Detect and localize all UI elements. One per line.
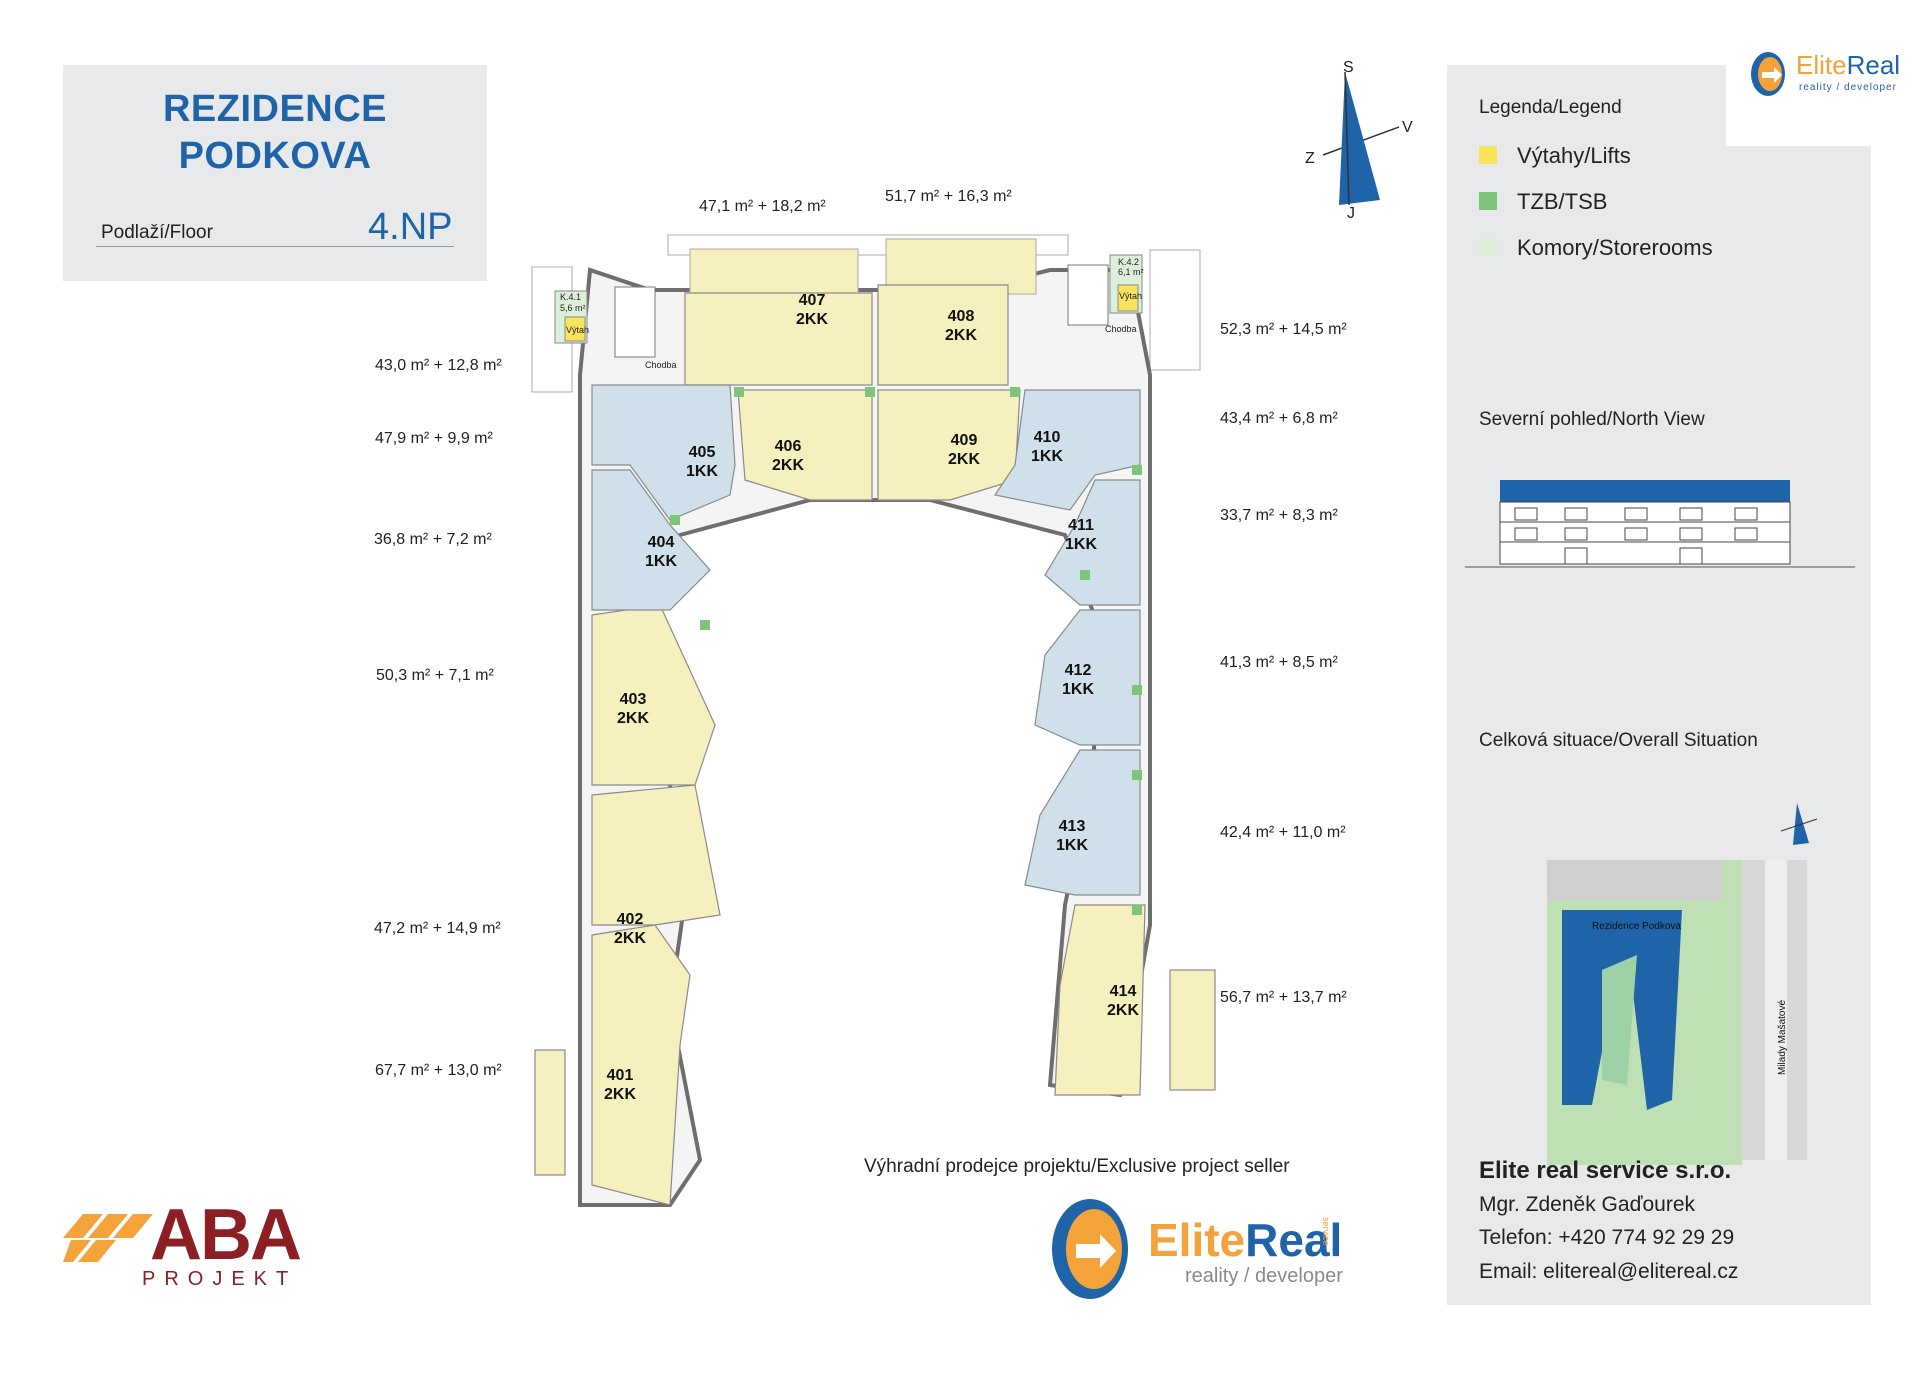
elitereal-wordmark: EliteReal: [1148, 1214, 1343, 1266]
area-label-l3: 36,8 m² + 7,2 m²: [374, 531, 492, 548]
area-label-r5: 42,4 m² + 11,0 m²: [1220, 824, 1346, 841]
area-label-r2: 43,4 m² + 6,8 m²: [1220, 410, 1338, 427]
contact-person: Mgr. Zdeněk Gaďourek: [1479, 1193, 1696, 1216]
lift-left-label: Výtah: [566, 325, 589, 335]
storeroom-k41-code: K.4.1: [560, 292, 581, 302]
area-label-408: 51,7 m² + 16,3 m²: [885, 188, 1012, 205]
storeroom-k42-area: 6,1 m²: [1118, 267, 1144, 277]
floor-plan: K.4.1 5,6 m² K.4.2 6,1 m² Výtah Výtah Ch…: [531, 234, 1216, 1207]
legend-swatch-lifts: [1479, 146, 1497, 164]
lift-left: [564, 316, 586, 342]
area-label-407: 47,1 m² + 18,2 m²: [699, 198, 826, 215]
unit-407-area: [684, 292, 873, 386]
unit-412-area: [1034, 609, 1141, 746]
elitereal-service-text: service: [1321, 1217, 1331, 1246]
unit-408-area: [877, 284, 1009, 386]
floor-label: Podlaží/Floor: [101, 222, 213, 243]
elitereal-wordmark-small: EliteReal: [1796, 50, 1901, 80]
legend-swatch-tzb: [1479, 192, 1497, 210]
corridor-right-label: Chodba: [1105, 324, 1137, 334]
area-label-l2: 47,9 m² + 9,9 m²: [375, 430, 493, 447]
balcony-407: [689, 248, 859, 295]
unit-402-area: [591, 784, 721, 926]
aba-wordmark: ABA: [150, 1195, 302, 1275]
project-title-line1: REZIDENCE: [162, 88, 388, 130]
balcony-401: [534, 1049, 566, 1176]
corridor-left-label: Chodba: [645, 360, 677, 370]
stair-left: [614, 286, 656, 358]
situation-heading: Celková situace/Overall Situation: [1479, 730, 1758, 751]
elitereal-tagline-small: reality / developer: [1799, 82, 1897, 93]
unit-409-area: [877, 389, 1021, 501]
title-panel: REZIDENCE PODKOVA Podlaží/Floor 4.NP: [63, 65, 487, 281]
contact-phone: Telefon: +420 774 92 29 29: [1479, 1226, 1735, 1249]
sidebar-panel: Legenda/Legend Výtahy/Lifts TZB/TSB Komo…: [1447, 65, 1871, 1305]
area-label-r4: 41,3 m² + 8,5 m²: [1220, 654, 1338, 671]
contact-company: Elite real service s.r.o.: [1479, 1157, 1732, 1184]
elitereal-logo-small: EliteReal reality / developer: [1726, 38, 1901, 146]
compass-east-letter: V: [1402, 119, 1413, 136]
unit-410-area: [994, 389, 1141, 511]
stair-right: [1067, 264, 1109, 326]
situation-street-label: Milady Mašatové: [1777, 1000, 1788, 1075]
legend-swatch-storerooms: [1479, 238, 1497, 256]
unit-413-area: [1024, 749, 1141, 896]
legend-label-tzb: TZB/TSB: [1517, 189, 1608, 214]
unit-401-area: [591, 924, 691, 1206]
situation-building-label: Rezidence Podkova: [1592, 921, 1681, 932]
legend-label-storerooms: Komory/Storerooms: [1517, 235, 1713, 260]
unit-404-area: [591, 469, 711, 611]
area-label-l5: 47,2 m² + 14,9 m²: [374, 920, 501, 937]
legend-heading: Legenda/Legend: [1479, 97, 1622, 118]
contact-email: Email: elitereal@elitereal.cz: [1479, 1260, 1739, 1283]
north-view-elevation: [1465, 480, 1855, 568]
area-label-l1: 43,0 m² + 12,8 m²: [375, 357, 502, 374]
lift-right: [1117, 284, 1139, 312]
unit-406-area: [737, 389, 873, 501]
lift-right-label: Výtah: [1119, 291, 1142, 301]
situation-map: Rezidence Podkova Milady Mašatové: [1547, 803, 1818, 1165]
aba-stripes-icon: [63, 1214, 153, 1262]
aba-subtext: PROJEKT: [142, 1268, 298, 1290]
area-label-r1: 52,3 m² + 14,5 m²: [1220, 321, 1347, 338]
situation-compass-icon: [1780, 803, 1818, 845]
area-label-l6: 67,7 m² + 13,0 m²: [375, 1062, 502, 1079]
unit-411-area: [1044, 479, 1141, 606]
north-view-heading: Severní pohled/North View: [1479, 409, 1705, 430]
elitereal-mark-icon: [1052, 1199, 1128, 1299]
floor-underline: [96, 246, 454, 247]
elitereal-mark-small-icon: [1751, 52, 1785, 96]
project-title-line2: PODKOVA: [178, 135, 372, 177]
area-label-l4: 50,3 m² + 7,1 m²: [376, 667, 494, 684]
area-label-r6: 56,7 m² + 13,7 m²: [1220, 989, 1347, 1006]
storeroom-k41-area: 5,6 m²: [560, 303, 586, 313]
balcony-414: [1169, 969, 1216, 1091]
storeroom-k42-code: K.4.2: [1118, 257, 1139, 267]
exclusive-seller-text: Výhradní prodejce projektu/Exclusive pro…: [864, 1156, 1290, 1177]
legend-label-lifts: Výtahy/Lifts: [1517, 143, 1631, 168]
floor-value: 4.NP: [368, 206, 453, 248]
compass-north-letter: S: [1343, 60, 1354, 76]
elitereal-tagline: reality / developer: [1185, 1265, 1343, 1287]
compass-south-letter: J: [1347, 205, 1355, 220]
unit-405-area: [591, 384, 736, 521]
compass-icon: S Z V J: [1305, 60, 1413, 220]
compass-west-letter: Z: [1305, 150, 1315, 167]
area-label-r3: 33,7 m² + 8,3 m²: [1220, 507, 1338, 524]
